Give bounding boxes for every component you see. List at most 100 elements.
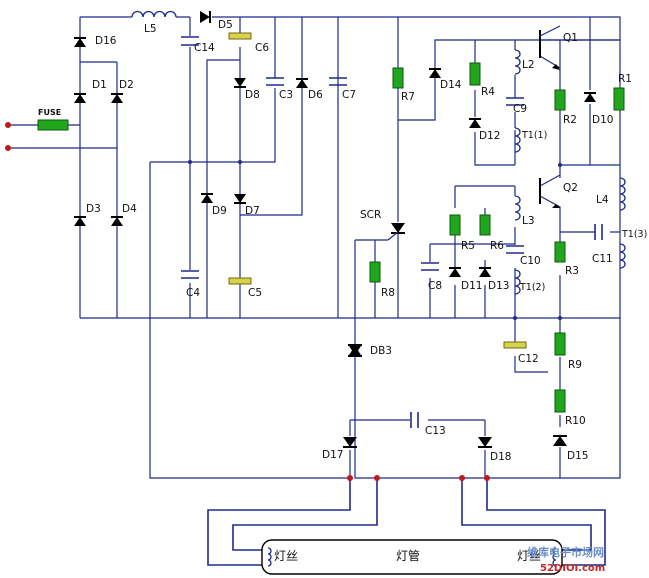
resistor-R4 [469, 62, 481, 86]
diode-D12 [469, 118, 481, 128]
diode-D16 [74, 37, 86, 47]
label-D8: D8 [245, 89, 260, 101]
label-R4: R4 [481, 86, 495, 98]
label-C13: C13 [425, 425, 446, 437]
inductor-L2 [514, 49, 521, 75]
label-Q2: Q2 [563, 182, 578, 194]
label-D6: D6 [308, 89, 323, 101]
watermark: 维库电子市场网 52DIOI.com [527, 545, 605, 574]
resistor-R7 [392, 67, 404, 89]
label-filament-right: 灯丝 [517, 549, 541, 563]
label-L4: L4 [596, 194, 609, 206]
label-C9: C9 [513, 103, 527, 115]
label-D4: D4 [122, 203, 137, 215]
filament-right-coil [552, 547, 557, 567]
transistor-Q1 [539, 25, 561, 70]
label-R7: R7 [401, 91, 415, 103]
lamp-terminal-3 [459, 475, 465, 481]
resistor-R9 [554, 332, 566, 356]
resistors [37, 62, 625, 413]
label-T1-3: T1(3) [621, 229, 647, 240]
cap-C6 [228, 32, 252, 40]
label-C7: C7 [342, 89, 356, 101]
lamp-terminal-2 [374, 475, 380, 481]
label-D7: D7 [245, 205, 260, 217]
diode-D8 [234, 78, 246, 88]
diode-D7 [234, 194, 246, 204]
lamp-terminal-1 [347, 475, 353, 481]
scr-symbol [387, 223, 405, 241]
label-C14: C14 [194, 42, 215, 54]
label-C3: C3 [279, 89, 293, 101]
label-C5: C5 [248, 287, 262, 299]
label-R6: R6 [490, 240, 504, 252]
resistor-R5 [449, 214, 461, 236]
transistors [539, 25, 561, 208]
resistor-R2 [554, 89, 566, 111]
label-R10: R10 [565, 415, 586, 427]
label-D11: D11 [461, 280, 482, 292]
inductor-L4 [619, 177, 626, 211]
electrolytic-capacitors [228, 32, 527, 349]
label-R5: R5 [461, 240, 475, 252]
wiring [8, 16, 621, 566]
label-D12: D12 [479, 130, 500, 142]
diode-D9 [201, 193, 213, 203]
watermark-top: 维库电子市场网 [527, 545, 604, 559]
label-D18: D18 [490, 451, 511, 463]
inductors [131, 10, 626, 295]
component-labels: FUSE L5 D5 C14 C6 D16 D1 D2 D3 D4 D8 C3 … [38, 19, 647, 563]
label-T1-1: T1(1) [521, 130, 547, 141]
label-R8: R8 [381, 287, 395, 299]
label-D15: D15 [567, 450, 588, 462]
diode-D13 [479, 267, 491, 277]
terminals [5, 122, 490, 481]
resistor-R1 [613, 87, 625, 111]
transistor-Q2 [539, 178, 560, 208]
label-D13: D13 [488, 280, 509, 292]
label-C8: C8 [428, 280, 442, 292]
filament-left-coil [267, 547, 272, 567]
diode-D18 [478, 437, 492, 448]
winding-T1-1 [514, 127, 521, 153]
label-C11: C11 [592, 253, 613, 265]
diode-D6 [296, 78, 308, 88]
cap-C5 [228, 277, 252, 285]
watermark-bottom: 52DIOI.com [540, 563, 605, 574]
label-Q1: Q1 [563, 32, 578, 44]
label-R9: R9 [568, 359, 582, 371]
mains-terminal-bottom [5, 145, 11, 151]
diode-D17 [343, 437, 357, 448]
diac-DB3 [348, 344, 362, 357]
label-D10: D10 [592, 114, 613, 126]
label-R3: R3 [565, 265, 579, 277]
label-L2: L2 [522, 59, 535, 71]
label-C12: C12 [518, 353, 539, 365]
diode-D10 [584, 92, 596, 102]
inductor-L3 [514, 195, 521, 221]
diode-D3 [74, 216, 86, 226]
mains-terminal-top [5, 122, 11, 128]
junction-dots [188, 160, 562, 320]
lamp-tube [261, 539, 563, 575]
label-D9: D9 [212, 205, 227, 217]
resistor-R8 [369, 261, 381, 283]
label-R2: R2 [563, 114, 577, 126]
label-fuse: FUSE [38, 108, 61, 117]
diode-D15 [553, 435, 567, 446]
fuse-element [37, 119, 69, 131]
lamp-terminal-4 [484, 475, 490, 481]
cap-C12 [503, 341, 527, 349]
diode-D11 [449, 267, 461, 277]
label-D16: D16 [95, 35, 117, 47]
label-D1: D1 [92, 79, 107, 91]
label-filament-left: 灯丝 [274, 549, 298, 563]
label-SCR: SCR [360, 209, 381, 221]
label-C10: C10 [520, 255, 541, 267]
diode-D14 [429, 68, 441, 78]
resistor-R6 [479, 214, 491, 236]
label-R1: R1 [618, 73, 632, 85]
label-DB3: DB3 [370, 345, 392, 357]
